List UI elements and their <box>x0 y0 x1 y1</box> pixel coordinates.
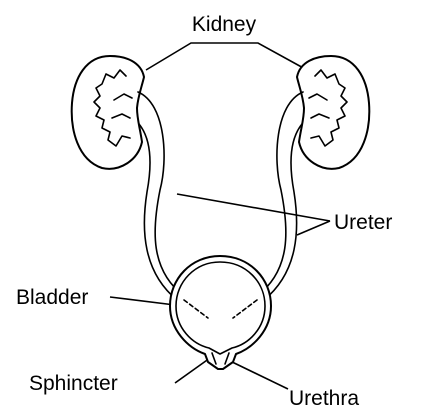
left-kidney <box>72 56 144 169</box>
ureter-leader-2 <box>297 221 330 235</box>
urethra-leader <box>228 360 288 389</box>
label-kidney: Kidney <box>192 13 257 36</box>
label-ureter: Ureter <box>334 211 392 234</box>
label-sphincter: Sphincter <box>29 372 118 395</box>
ureter-leader-1 <box>177 194 330 221</box>
label-bladder: Bladder <box>16 286 88 309</box>
right-ureter <box>257 92 303 296</box>
kidney-leader-left <box>146 43 307 70</box>
bladder <box>170 256 271 369</box>
sphincter-leader <box>175 358 210 383</box>
right-kidney <box>297 56 369 169</box>
label-urethra: Urethra <box>289 387 359 410</box>
